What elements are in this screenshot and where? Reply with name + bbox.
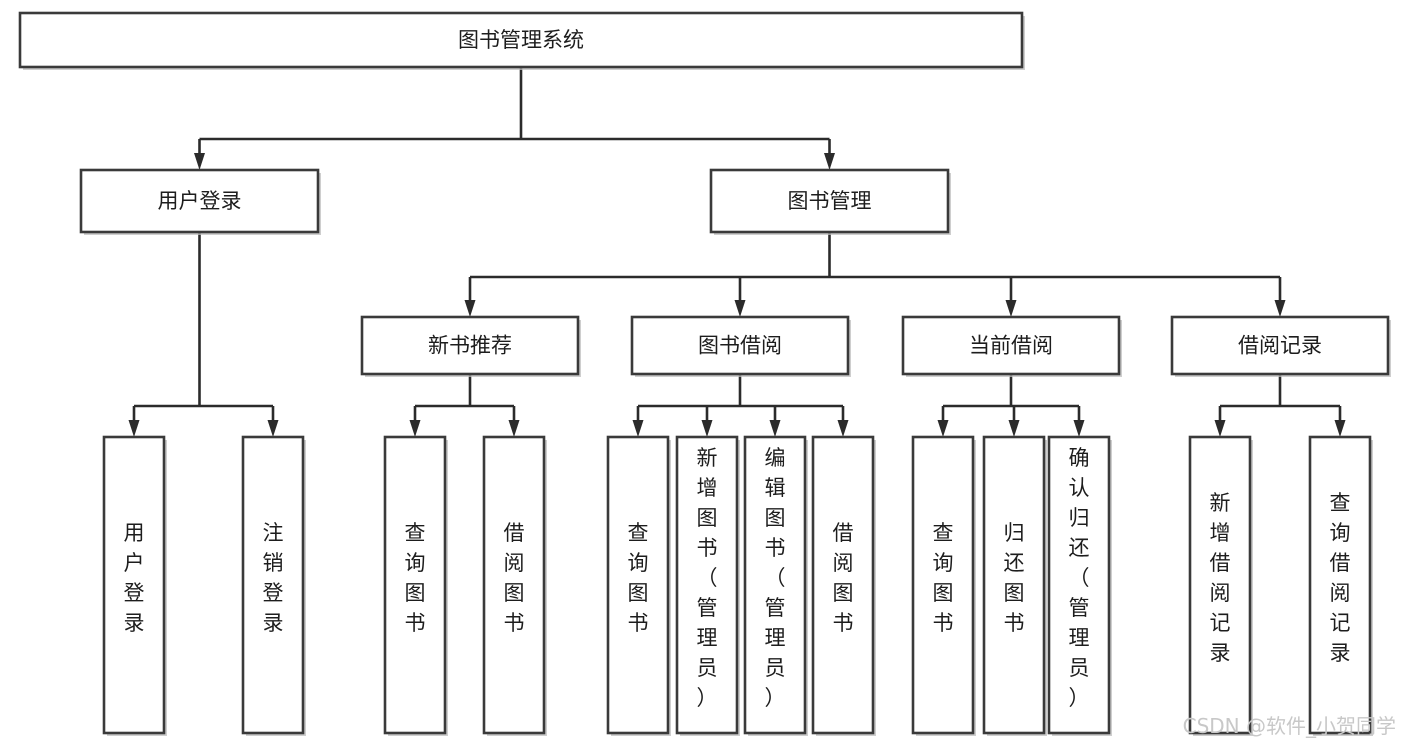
- conn-record-arrow-0: [1214, 420, 1226, 437]
- node-leaf-user-login-label: 用户登录: [124, 521, 145, 635]
- node-leaf-add-record[interactable]: 新增借阅记录: [1188, 435, 1253, 736]
- node-leaf-query-book-1[interactable]: 查询图书: [383, 435, 448, 736]
- node-leaf-confirm-return-label: 确认归还（管理员）: [1069, 446, 1090, 710]
- csdn-watermark: CSDN @软件_小贺同学: [1183, 714, 1396, 738]
- node-leaf-borrow-book-2-rect[interactable]: [811, 435, 875, 735]
- node-leaf-edit-book[interactable]: 编辑图书（管理员）: [743, 435, 808, 736]
- conn-borrow-arrow-2: [769, 420, 781, 437]
- node-leaf-add-book-rect[interactable]: [675, 435, 739, 735]
- node-leaf-user-logout[interactable]: 注销登录: [241, 435, 306, 736]
- conn-bookmgmt-arrow-3: [1274, 300, 1286, 317]
- conn-bookmgmt-arrow-1: [734, 300, 746, 317]
- node-leaf-query-book-3-label: 查询图书: [933, 521, 954, 635]
- node-leaf-query-book-1-label: 查询图书: [405, 521, 426, 635]
- node-leaf-query-book-1-rect[interactable]: [383, 435, 447, 735]
- node-new-book-recommend-rect[interactable]: [360, 315, 580, 376]
- conn-record-arrow-1: [1334, 420, 1346, 437]
- conn-userlogin-arrow-1: [267, 420, 279, 437]
- conn-root-arrow-0: [194, 153, 205, 170]
- node-leaf-return-book[interactable]: 归还图书: [982, 435, 1047, 736]
- node-leaf-edit-book-rect[interactable]: [743, 435, 807, 735]
- conn-root-arrow-1: [824, 153, 835, 170]
- node-user-login[interactable]: 用户登录: [79, 168, 321, 235]
- conn-current-arrow-0: [937, 420, 949, 437]
- node-current-borrow-label: 当前借阅: [969, 334, 1053, 358]
- node-leaf-add-record-label: 新增借阅记录: [1210, 491, 1231, 665]
- node-leaf-borrow-book-2[interactable]: 借阅图书: [811, 435, 876, 736]
- node-leaf-query-book-2-label: 查询图书: [628, 521, 649, 635]
- node-leaf-query-record-rect[interactable]: [1308, 435, 1372, 735]
- node-leaf-borrow-book-1-rect[interactable]: [482, 435, 546, 735]
- node-leaf-user-login[interactable]: 用户登录: [102, 435, 167, 736]
- conn-borrow-arrow-0: [632, 420, 644, 437]
- conn-borrow-arrow-3: [837, 420, 849, 437]
- node-book-borrow[interactable]: 图书借阅: [630, 315, 851, 377]
- conn-userlogin-arrow-0: [128, 420, 140, 437]
- node-borrow-record-label: 借阅记录: [1238, 334, 1322, 358]
- node-leaf-borrow-book-1[interactable]: 借阅图书: [482, 435, 547, 736]
- node-leaf-user-login-rect[interactable]: [102, 435, 166, 735]
- node-leaf-query-book-2[interactable]: 查询图书: [606, 435, 671, 736]
- node-leaf-confirm-return[interactable]: 确认归还（管理员）: [1047, 435, 1112, 736]
- node-borrow-record-rect[interactable]: [1170, 315, 1390, 376]
- node-current-borrow-rect[interactable]: [901, 315, 1121, 376]
- node-root[interactable]: 图书管理系统: [18, 11, 1025, 70]
- node-leaf-query-record[interactable]: 查询借阅记录: [1308, 435, 1373, 736]
- node-book-management-label: 图书管理: [788, 189, 872, 213]
- conn-newbook-arrow-0: [409, 420, 421, 437]
- node-root-rect[interactable]: [18, 11, 1024, 69]
- node-layer: 图书管理系统用户登录图书管理新书推荐图书借阅当前借阅借阅记录用户登录注销登录查询…: [18, 11, 1391, 736]
- conn-bookmgmt-arrow-0: [464, 300, 476, 317]
- node-leaf-return-book-rect[interactable]: [982, 435, 1046, 735]
- connector-layer: [128, 67, 1346, 437]
- node-book-management-rect[interactable]: [709, 168, 950, 234]
- conn-bookmgmt-arrow-2: [1005, 300, 1017, 317]
- node-leaf-confirm-return-rect[interactable]: [1047, 435, 1111, 735]
- conn-current-arrow-2: [1073, 420, 1085, 437]
- conn-current-arrow-1: [1008, 420, 1020, 437]
- conn-borrow-arrow-1: [701, 420, 713, 437]
- node-leaf-borrow-book-2-label: 借阅图书: [833, 521, 854, 635]
- node-leaf-user-logout-rect[interactable]: [241, 435, 305, 735]
- conn-newbook-arrow-1: [508, 420, 520, 437]
- node-new-book-recommend[interactable]: 新书推荐: [360, 315, 581, 377]
- node-leaf-edit-book-label: 编辑图书（管理员）: [765, 446, 786, 710]
- node-current-borrow[interactable]: 当前借阅: [901, 315, 1122, 377]
- node-book-borrow-rect[interactable]: [630, 315, 850, 376]
- node-leaf-user-logout-label: 注销登录: [263, 521, 284, 635]
- node-book-management[interactable]: 图书管理: [709, 168, 951, 235]
- node-leaf-add-record-rect[interactable]: [1188, 435, 1252, 735]
- node-leaf-query-record-label: 查询借阅记录: [1330, 491, 1351, 665]
- node-leaf-borrow-book-1-label: 借阅图书: [504, 521, 525, 635]
- node-user-login-label: 用户登录: [158, 189, 242, 213]
- node-new-book-recommend-label: 新书推荐: [428, 334, 512, 358]
- node-borrow-record[interactable]: 借阅记录: [1170, 315, 1391, 377]
- node-leaf-query-book-2-rect[interactable]: [606, 435, 670, 735]
- node-leaf-query-book-3-rect[interactable]: [911, 435, 975, 735]
- node-leaf-add-book[interactable]: 新增图书（管理员）: [675, 435, 740, 736]
- node-user-login-rect[interactable]: [79, 168, 320, 234]
- node-leaf-query-book-3[interactable]: 查询图书: [911, 435, 976, 736]
- node-book-borrow-label: 图书借阅: [698, 334, 782, 358]
- node-root-label: 图书管理系统: [458, 28, 584, 52]
- node-leaf-return-book-label: 归还图书: [1004, 521, 1025, 635]
- node-leaf-add-book-label: 新增图书（管理员）: [697, 446, 718, 710]
